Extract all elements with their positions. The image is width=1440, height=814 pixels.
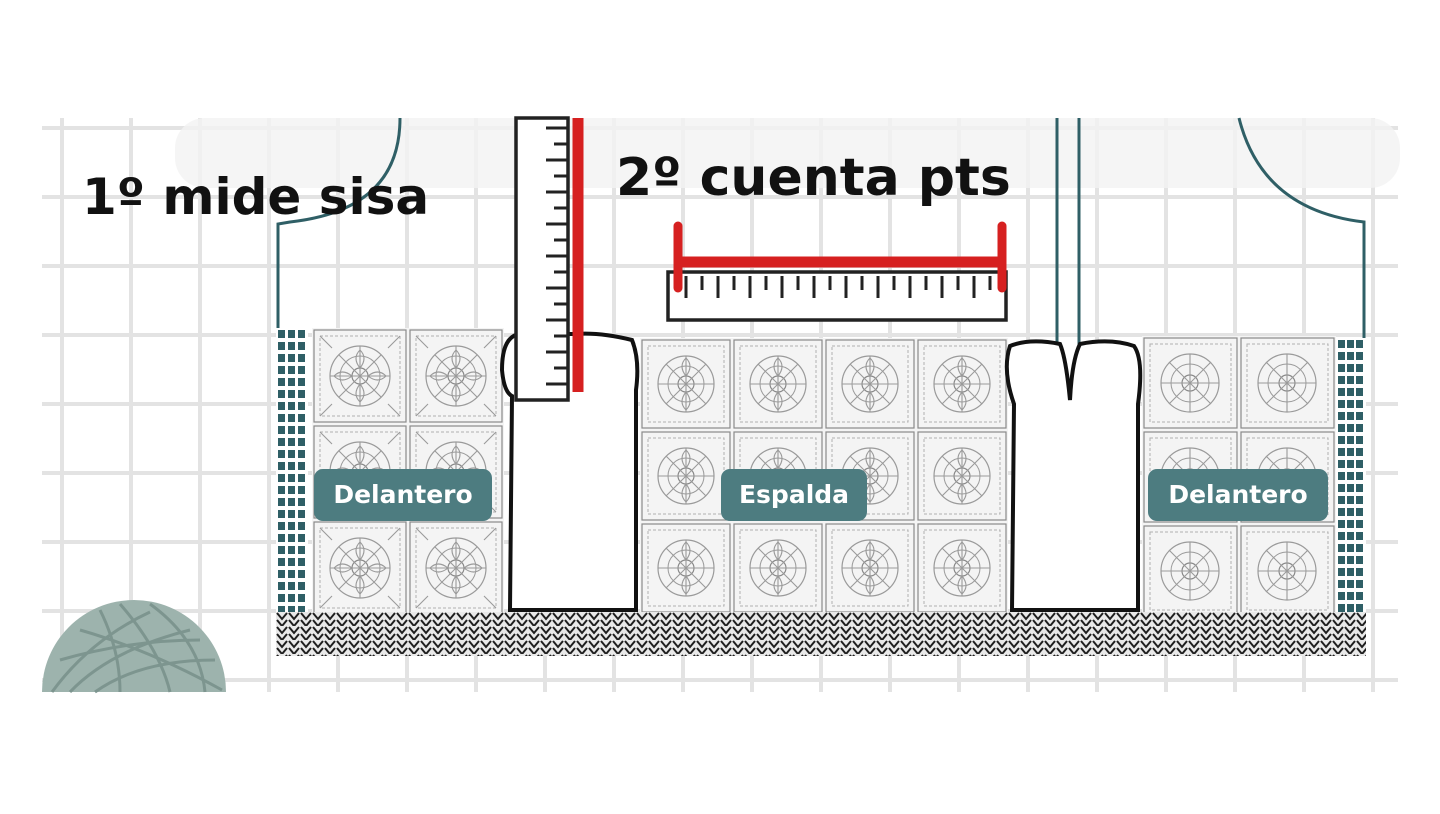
label-front-right: Delantero <box>1148 469 1328 521</box>
yarn-ball-icon <box>42 600 226 694</box>
ribbing-left <box>276 328 308 612</box>
label-back: Espalda <box>721 469 867 521</box>
sleeve-right <box>1004 339 1143 612</box>
label-front-left: Delantero <box>314 469 492 521</box>
knit-hem-band <box>276 612 1366 656</box>
watermark-shapes <box>175 118 1400 188</box>
step-measure-armhole: 1º mide sisa <box>82 168 430 226</box>
vertical-ruler-icon <box>514 116 584 402</box>
step-count-stitches: 2º cuenta pts <box>616 148 1011 208</box>
ribbing-right <box>1336 338 1366 612</box>
horizontal-ruler-icon <box>666 221 1008 322</box>
pattern-outline <box>276 117 1366 348</box>
